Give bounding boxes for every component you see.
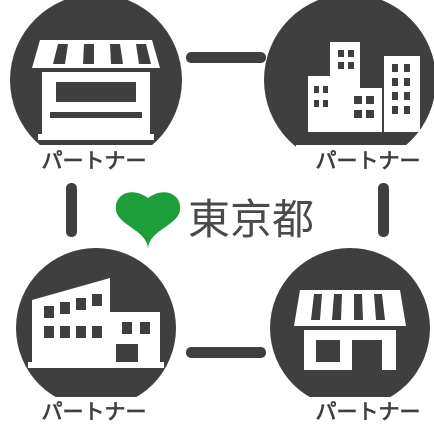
partner-factory bbox=[16, 248, 176, 408]
tokyo-logo-text: 東京都 bbox=[188, 195, 314, 244]
office-buildings-icon bbox=[308, 42, 420, 132]
partner-label: パートナー bbox=[316, 400, 421, 424]
partner-label: パートナー bbox=[42, 400, 147, 424]
connector-left bbox=[66, 183, 77, 237]
partner-label: パートナー bbox=[316, 149, 421, 173]
partner-badge-bottom-left: パートナー bbox=[22, 397, 166, 425]
storefront-icon bbox=[294, 290, 406, 370]
partner-label: パートナー bbox=[42, 149, 147, 173]
partner-badge-top-left: パートナー bbox=[22, 145, 166, 175]
partner-badge-top-right: パートナー bbox=[296, 145, 434, 175]
partner-office-buildings bbox=[264, 0, 434, 166]
tokyo-ginkgo-icon bbox=[115, 192, 181, 250]
connector-top bbox=[186, 52, 266, 63]
partner-badge-bottom-right: パートナー bbox=[296, 397, 434, 425]
market-stall-icon bbox=[32, 40, 160, 140]
factory-icon bbox=[28, 278, 164, 368]
connector-bottom bbox=[186, 347, 266, 358]
partner-storefront bbox=[270, 248, 430, 408]
connector-right bbox=[378, 183, 389, 237]
partner-market-stall bbox=[10, 0, 182, 166]
tokyo-logo: 東京都 bbox=[115, 192, 314, 250]
